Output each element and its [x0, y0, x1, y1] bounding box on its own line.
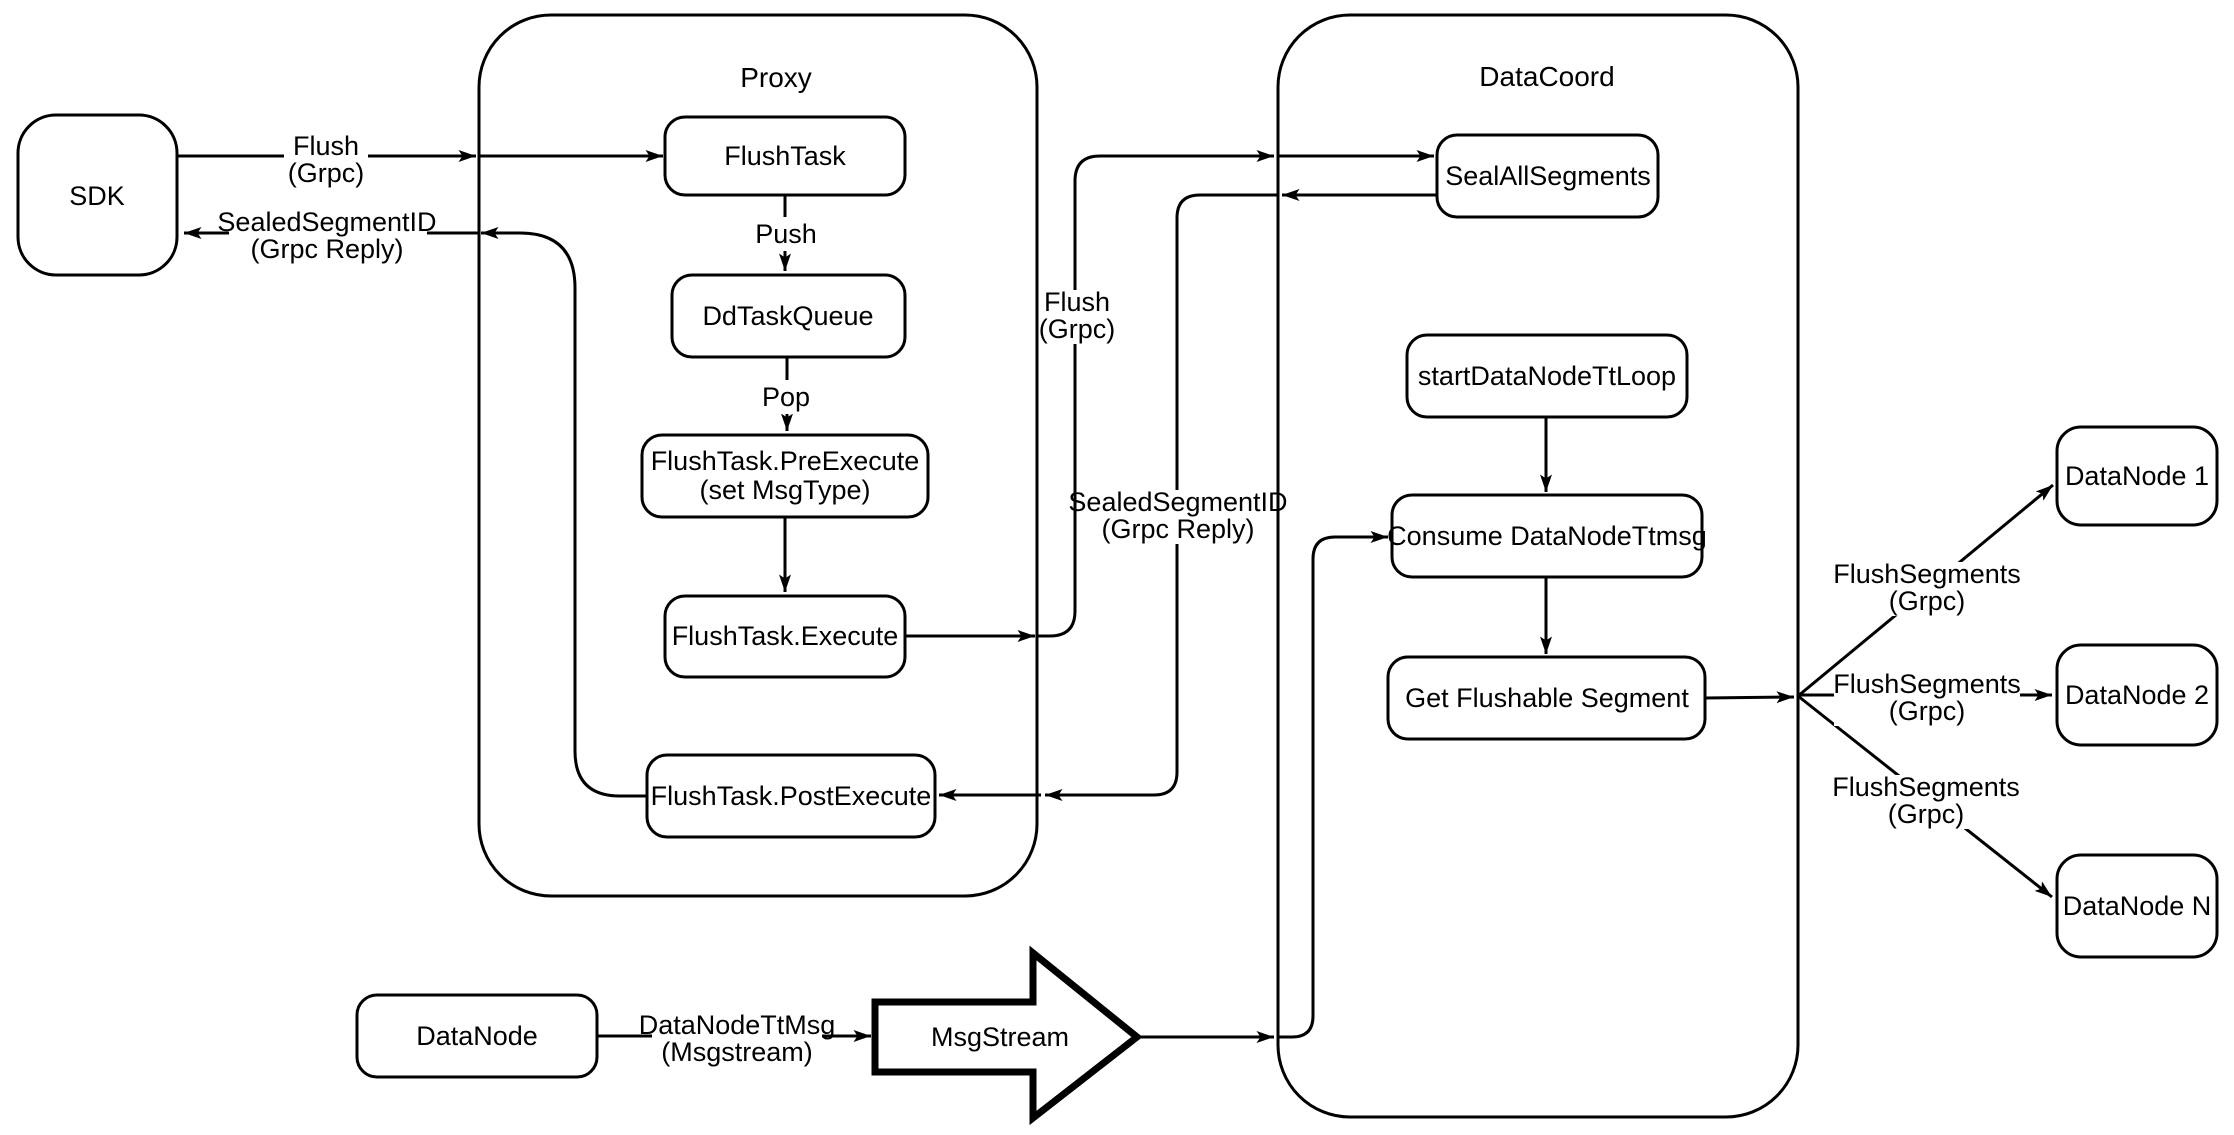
flushtask-node-label: FlushTask [724, 141, 846, 171]
preexecute-node-label-line1: FlushTask.PreExecute [651, 446, 920, 476]
sealedsegmentid-mid-label-line1: SealedSegmentID [1068, 487, 1287, 517]
datanode-source-node [355, 993, 599, 1079]
datanode2-node-label: DataNode 2 [2065, 680, 2209, 710]
datanoden-node [2055, 853, 2219, 959]
nodes: SDK FlushTask DdTaskQueue FlushTask.PreE… [16, 113, 2219, 1079]
pop-label-bg [760, 380, 814, 414]
consume-node-label: Consume DataNodeTtmsg [1387, 521, 1707, 551]
flush-grpc-mid-label-bg [1041, 290, 1113, 344]
msgstream-group: MsgStream [871, 945, 1143, 1126]
flushsegments-1-label-bg [1834, 562, 2020, 616]
datanode-source-node-label: DataNode [416, 1021, 538, 1051]
datanoden-node-label: DataNode N [2063, 891, 2212, 921]
consume-node [1390, 493, 1704, 579]
datanodettmsg-label-bg [652, 1013, 822, 1067]
flushsegments-3-label-bg [1833, 775, 2019, 829]
postexecute-node-label: FlushTask.PostExecute [651, 781, 932, 811]
execute-node-label: FlushTask.Execute [672, 621, 899, 651]
msgstream-arrow-shape [871, 945, 1143, 1126]
preexecute-node [640, 433, 930, 519]
datacoord-container-title: DataCoord [1479, 61, 1614, 92]
datanode2-node [2055, 643, 2219, 747]
startdatanodettloop-node [1405, 333, 1689, 419]
datanode1-node-label: DataNode 1 [2065, 461, 2209, 491]
datanodettmsg-label-line1: DataNodeTtMsg [639, 1010, 836, 1040]
proxy-container-title: Proxy [740, 62, 812, 93]
msgstream-label: MsgStream [931, 1022, 1069, 1052]
datanodettmsg-label-line2: (Msgstream) [661, 1037, 813, 1067]
execute-node [663, 594, 907, 679]
sealedsegmentid-mid-label-line2: (Grpc Reply) [1101, 514, 1254, 544]
ddtaskqueue-node-label: DdTaskQueue [702, 301, 873, 331]
arrow-getflushable-to-junction [1704, 691, 1795, 704]
ddtaskqueue-node [670, 273, 907, 359]
flushsegments-1-label-line1: FlushSegments [1833, 559, 2021, 589]
edge-labels: Flush (Grpc) SealedSegmentID (Grpc Reply… [217, 131, 2021, 1067]
arrow-postexecute-to-proxy-edge [481, 227, 647, 798]
getflushable-node-label: Get Flushable Segment [1405, 683, 1689, 713]
sealedsegmentid-mid-label-bg [1081, 490, 1273, 544]
sealedsegmentid-sdk-label-line2: (Grpc Reply) [250, 234, 403, 264]
flush-grpc-sdk-label-line1: Flush [293, 131, 359, 161]
flush-grpc-mid-label-line2: (Grpc) [1039, 314, 1116, 344]
flushsegments-3-label-line2: (Grpc) [1888, 799, 1965, 829]
datanode1-node [2055, 425, 2219, 527]
pop-label: Pop [762, 382, 810, 412]
push-label: Push [755, 219, 817, 249]
sealedsegmentid-sdk-label-bg [229, 211, 427, 265]
push-label-bg [754, 217, 818, 251]
postexecute-node [645, 753, 937, 839]
arrow-proxy-edge-to-datacoord-edge [1037, 150, 1274, 638]
flushsegments-3-label-line1: FlushSegments [1832, 772, 2020, 802]
flush-grpc-sdk-label-bg [284, 134, 368, 188]
startdatanodettloop-node-label: startDataNodeTtLoop [1418, 361, 1676, 391]
flushsegments-1-label-line2: (Grpc) [1889, 586, 1966, 616]
flushsegments-2-label-line1: FlushSegments [1833, 669, 2021, 699]
flushtask-node [663, 115, 907, 197]
sealedsegmentid-sdk-label-line1: SealedSegmentID [217, 207, 436, 237]
flushsegments-2-label-line2: (Grpc) [1889, 696, 1966, 726]
preexecute-node-label-line2: (set MsgType) [699, 475, 870, 505]
sealallsegments-node [1435, 133, 1660, 219]
arrow-datacoord-edge-to-consume [1278, 531, 1388, 1039]
flush-grpc-sdk-label-line2: (Grpc) [288, 158, 365, 188]
flush-grpc-mid-label-line1: Flush [1044, 287, 1110, 317]
sealallsegments-node-label: SealAllSegments [1445, 161, 1651, 191]
flushsegments-2-label-bg [1834, 672, 2020, 726]
sdk-node-label: SDK [69, 181, 125, 211]
sdk-node [16, 113, 179, 277]
getflushable-node [1386, 655, 1707, 741]
